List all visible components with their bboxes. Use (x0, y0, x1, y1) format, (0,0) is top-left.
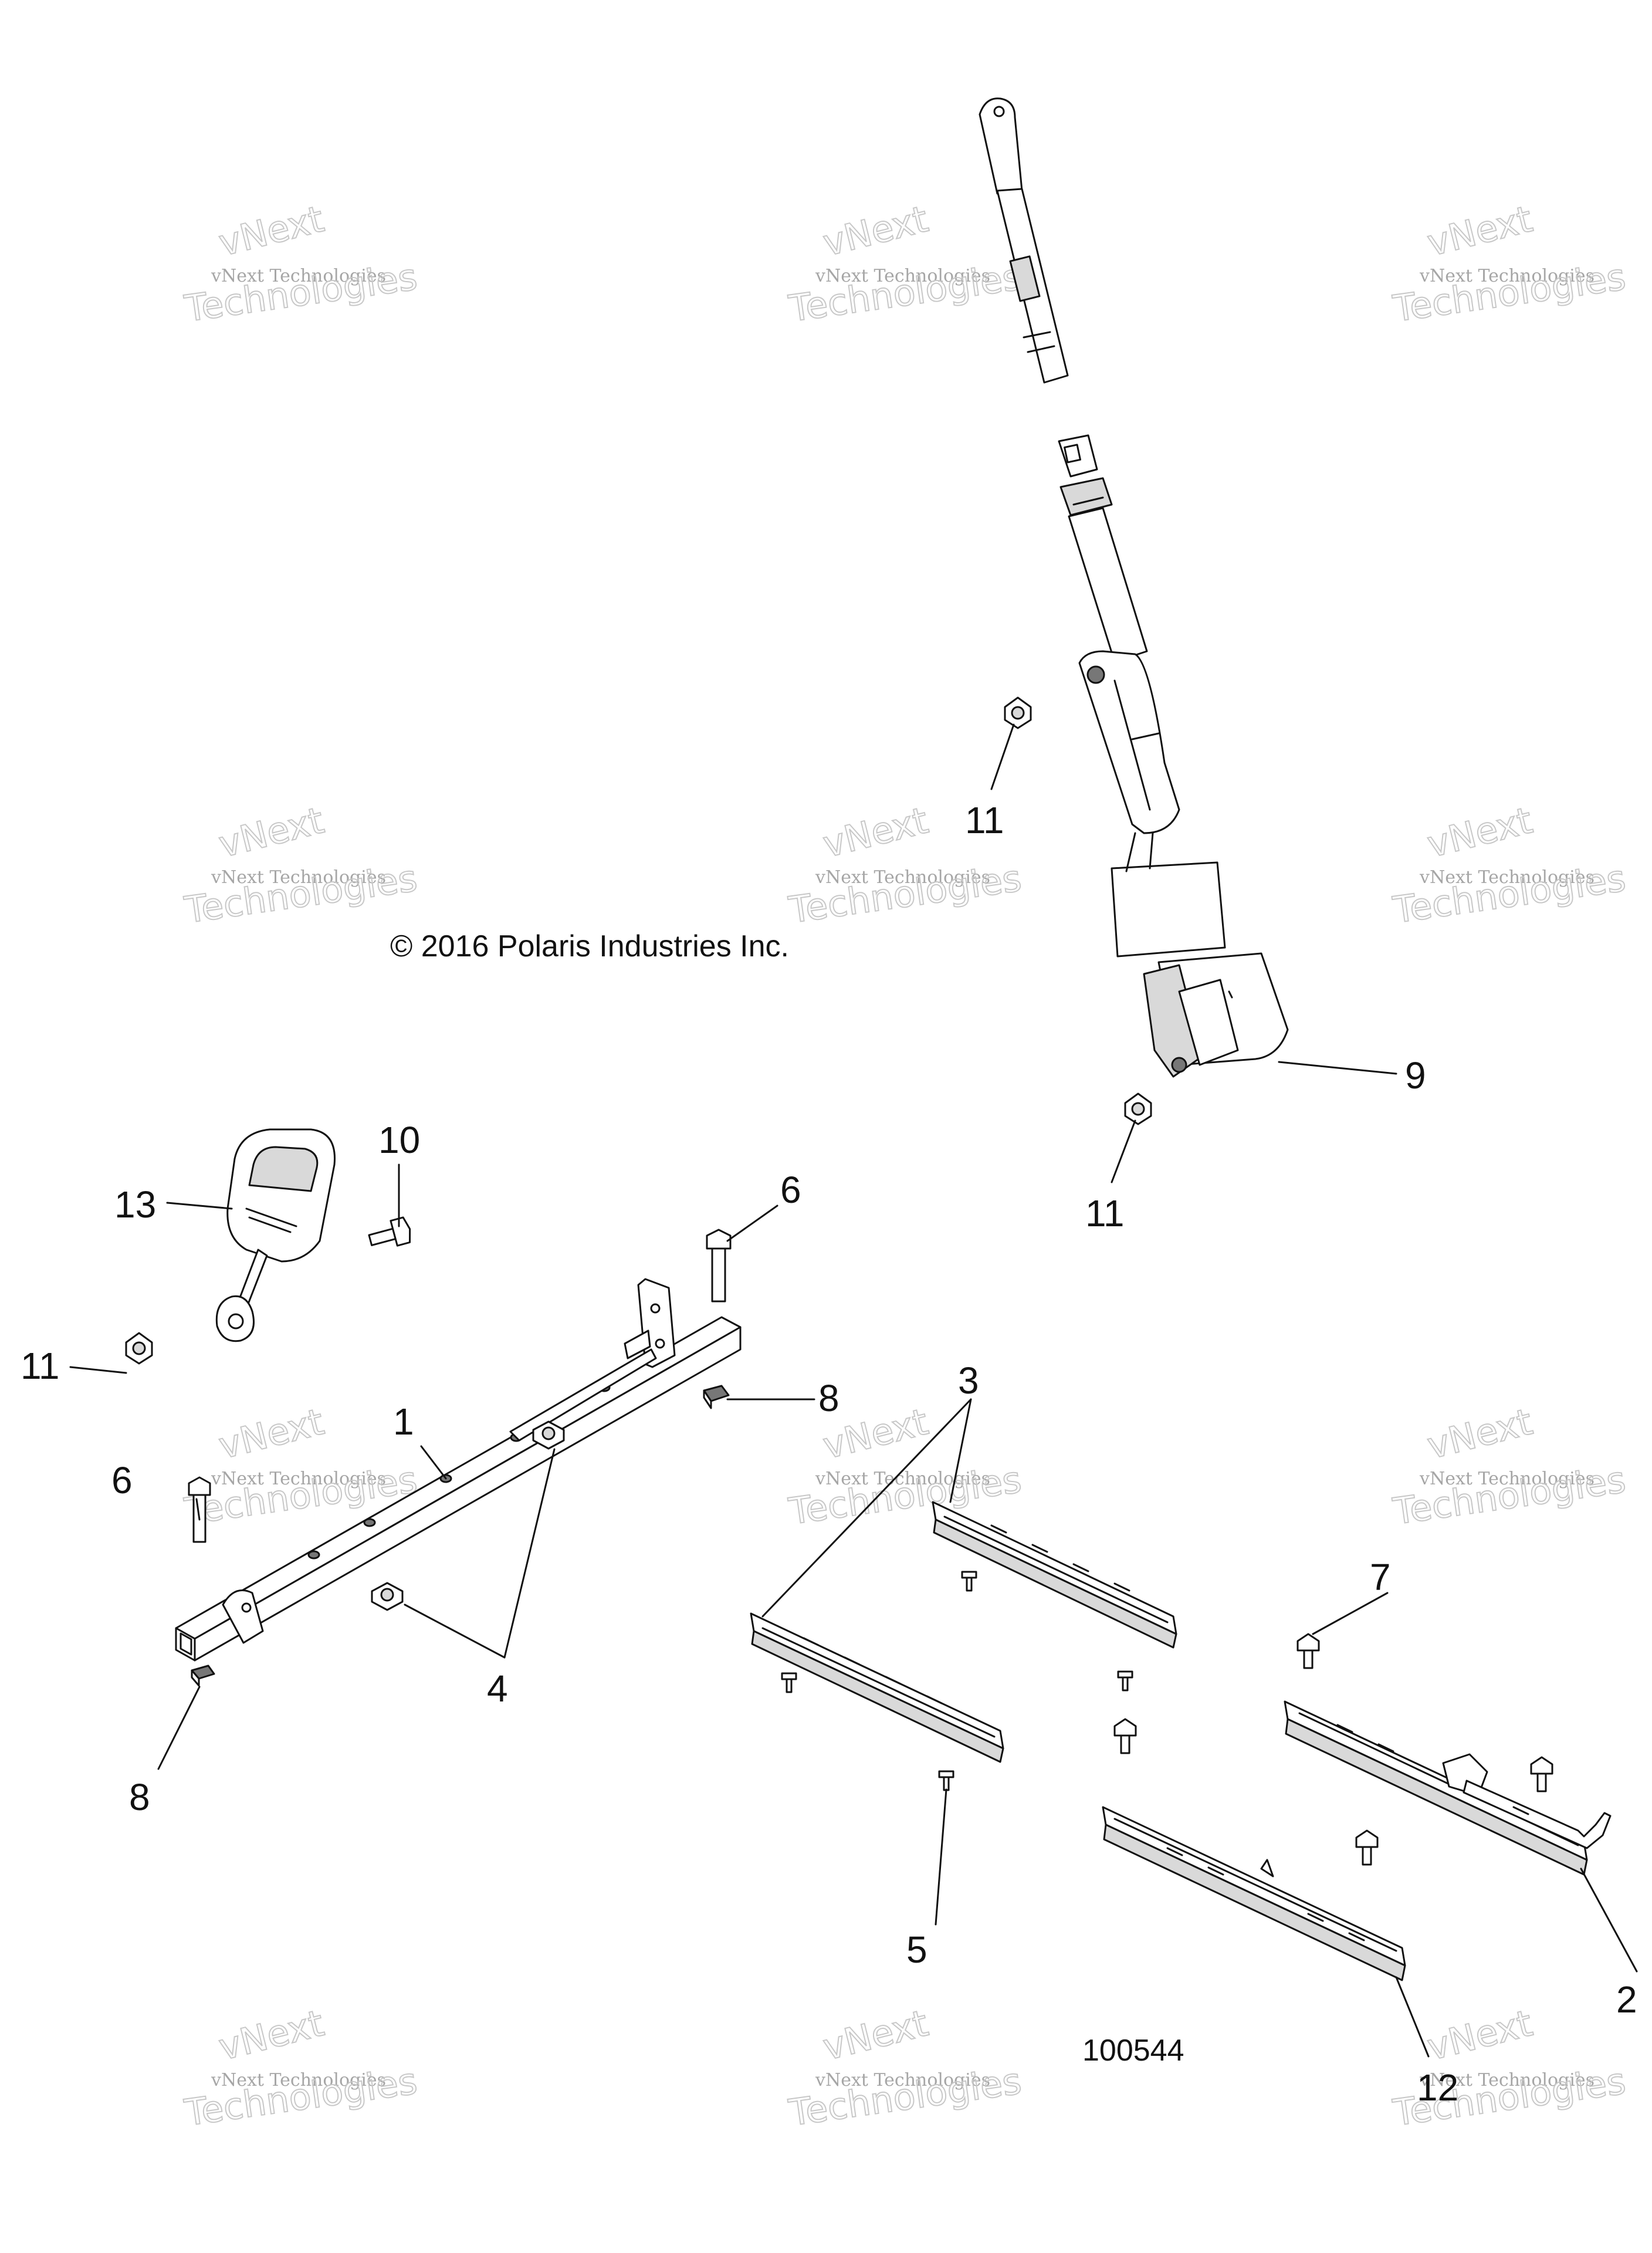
flange-nut (125, 1332, 153, 1365)
svg-text:vNext: vNext (215, 2001, 328, 2069)
cage-nut (371, 1582, 404, 1611)
svg-text:vNext Technologies: vNext Technologies (211, 266, 386, 286)
svg-text:vNext Technologies: vNext Technologies (1419, 867, 1595, 888)
rail-screw (781, 1672, 797, 1693)
seat-belt-retractor-assembly (979, 97, 1289, 1078)
leader-lines (69, 723, 1638, 2058)
belt-buckle-clip (1059, 477, 1113, 516)
callout-labels: 1 2 3 4 5 6 6 7 8 8 9 10 11 11 11 12 13 (21, 799, 1637, 2109)
belt-retractor-arm (1078, 650, 1180, 834)
webbing-label (1009, 255, 1041, 302)
seat-adjuster-rail (1284, 1700, 1612, 1876)
callout-11: 11 (965, 799, 1004, 841)
buckle-release-button (248, 1146, 319, 1192)
callout-10: 10 (378, 1119, 420, 1161)
svg-text:vNext Technologies: vNext Technologies (1419, 266, 1595, 286)
svg-text:vNext: vNext (819, 2001, 932, 2069)
callout-8: 8 (129, 1776, 150, 1818)
svg-text:vNext: vNext (215, 799, 328, 866)
hex-bolt (368, 1216, 411, 1247)
svg-text:vNext Technologies: vNext Technologies (815, 266, 990, 286)
svg-text:vNext: vNext (819, 799, 932, 866)
flange-bolt (1530, 1756, 1553, 1792)
svg-text:vNext Technologies: vNext Technologies (815, 2070, 990, 2090)
seat-belt-buckle (215, 1128, 336, 1342)
svg-text:vNext: vNext (819, 197, 932, 265)
callout-1: 1 (393, 1400, 414, 1443)
svg-text:vNext Technologies: vNext Technologies (211, 1469, 386, 1489)
watermark: vNext vNext Technologies Technologies (786, 2001, 1025, 2135)
anchor-hole (993, 106, 1005, 117)
speed-clip (703, 1385, 730, 1409)
tube-lower-bracket (222, 1589, 264, 1644)
watermark: vNext vNext Technologies Technologies (181, 798, 421, 932)
seat-slide-rail (932, 1501, 1177, 1649)
callout-2: 2 (1616, 1978, 1637, 2021)
callout-4: 4 (487, 1667, 508, 1710)
long-bolt (706, 1229, 732, 1303)
callout-6: 6 (111, 1459, 133, 1501)
callout-11: 11 (21, 1345, 59, 1387)
rail-screw (938, 1770, 954, 1791)
watermark: vNext vNext Technologies Technologies (1390, 798, 1629, 932)
watermark: vNext vNext Technologies Technologies (181, 2001, 421, 2135)
svg-text:vNext: vNext (215, 1400, 328, 1467)
svg-text:vNext Technologies: vNext Technologies (1419, 1469, 1595, 1489)
watermark: vNext vNext Technologies Technologies (1390, 197, 1629, 331)
svg-text:vNext: vNext (1423, 197, 1536, 265)
svg-text:vNext: vNext (1423, 2001, 1536, 2069)
flange-bolt (1113, 1718, 1137, 1754)
watermark: vNext vNext Technologies Technologies (786, 1399, 1025, 1534)
speed-clip (191, 1665, 215, 1687)
svg-text:vNext Technologies: vNext Technologies (815, 1469, 990, 1489)
cage-nut (532, 1420, 565, 1450)
flange-bolt (1296, 1633, 1320, 1669)
adjuster-release-lever (1463, 1780, 1612, 1849)
watermark: vNext vNext Technologies Technologies (181, 197, 421, 331)
svg-text:vNext Technologies: vNext Technologies (815, 867, 990, 888)
retractor-bracket (1143, 964, 1204, 1078)
callout-13: 13 (114, 1183, 156, 1226)
seat-mount-tube (175, 1278, 742, 1662)
svg-text:vNext Technologies: vNext Technologies (211, 2070, 386, 2090)
svg-text:vNext: vNext (1423, 799, 1536, 866)
callout-11: 11 (1085, 1192, 1124, 1234)
callout-12: 12 (1417, 2066, 1458, 2109)
svg-text:vNext Technologies: vNext Technologies (211, 867, 386, 888)
copyright-notice: © 2016 Polaris Industries Inc. (390, 929, 789, 963)
tube-brace (509, 1348, 657, 1442)
flange-nut (1004, 696, 1032, 729)
seat-rail-outer (1102, 1806, 1406, 1981)
callout-8: 8 (818, 1377, 839, 1419)
flange-bolt (1355, 1829, 1379, 1866)
svg-text:vNext: vNext (215, 197, 328, 265)
callout-9: 9 (1405, 1054, 1426, 1097)
rail-screw (961, 1571, 977, 1592)
watermark: vNext vNext Technologies Technologies (786, 197, 1025, 331)
seat-slide-rail (750, 1612, 1004, 1763)
svg-text:vNext: vNext (1423, 1400, 1536, 1467)
belt-upper-anchor (979, 97, 1023, 195)
flange-nut (1124, 1092, 1152, 1125)
callout-5: 5 (906, 1929, 927, 1971)
callout-7: 7 (1370, 1556, 1391, 1598)
callout-6: 6 (780, 1169, 801, 1211)
svg-text:vNext Technologies: vNext Technologies (1419, 2070, 1595, 2090)
rail-screw (1117, 1670, 1133, 1692)
pivot-bolt (1086, 665, 1105, 684)
diagram-number: 100544 (1082, 2034, 1184, 2068)
retractor-stud (1171, 1057, 1187, 1073)
retractor-housing (1111, 861, 1226, 958)
callout-3: 3 (958, 1359, 979, 1402)
watermark: vNext vNext Technologies Technologies (1390, 1399, 1629, 1534)
